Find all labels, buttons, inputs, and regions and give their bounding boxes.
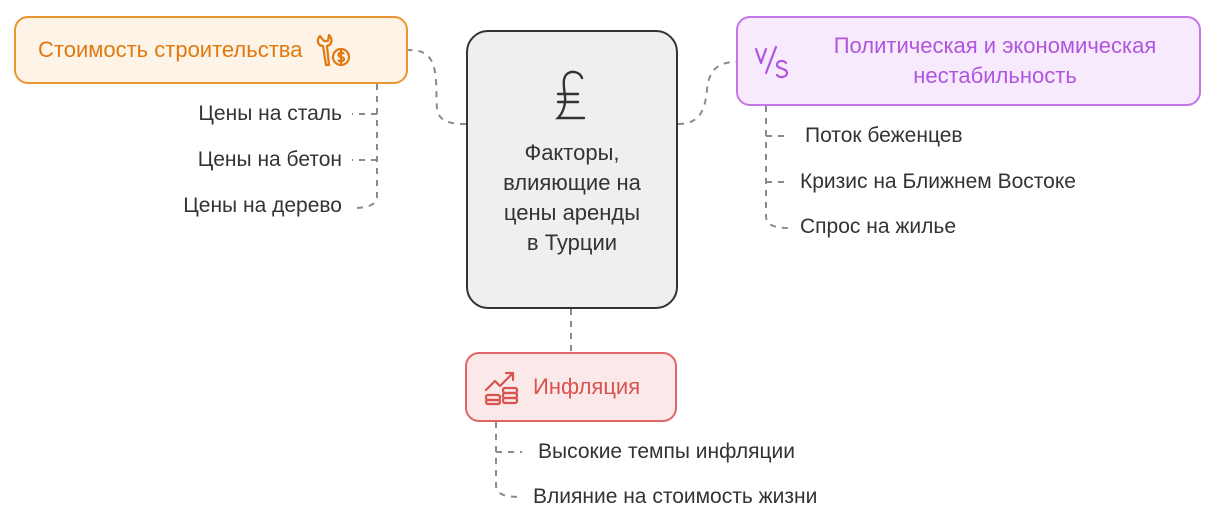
- vs-icon: [754, 45, 789, 79]
- political-item-middle-east: Кризис на Ближнем Востоке: [800, 170, 1076, 193]
- center-node: Факторы, влияющие на цены аренды в Турци…: [466, 30, 678, 309]
- construction-cost-node: Стоимость строительства: [14, 16, 408, 84]
- connector-center-political: [677, 61, 737, 125]
- construction-item-steel: Цены на сталь: [198, 102, 342, 125]
- construction-item-concrete: Цены на бетон: [197, 148, 342, 171]
- tools-money-icon: [317, 33, 351, 67]
- inflation-item-cost-of-living: Влияние на стоимость жизни: [533, 485, 818, 508]
- inflation-item-high-rates: Высокие темпы инфляции: [538, 440, 796, 463]
- connector-political-items: [765, 106, 791, 229]
- political-item-housing-demand: Спрос на жилье: [800, 215, 956, 238]
- chart-coins-icon: [484, 371, 519, 406]
- political-instability-label: Политическая и экономическая нестабильно…: [833, 33, 1157, 88]
- connector-construction-items: [351, 84, 378, 209]
- inflation-label: Инфляция: [533, 374, 641, 399]
- pound-icon: [555, 70, 586, 120]
- inflation-node: Инфляция: [465, 352, 677, 422]
- connector-center-construction: [407, 49, 467, 125]
- center-title: Факторы, влияющие на цены аренды в Турци…: [503, 140, 641, 255]
- political-instability-node: Политическая и экономическая нестабильно…: [736, 16, 1201, 106]
- construction-cost-label: Стоимость строительства: [38, 37, 303, 62]
- connector-inflation-items: [495, 422, 523, 498]
- construction-item-wood: Цены на дерево: [183, 194, 342, 217]
- political-item-refugees: Поток беженцев: [805, 124, 963, 147]
